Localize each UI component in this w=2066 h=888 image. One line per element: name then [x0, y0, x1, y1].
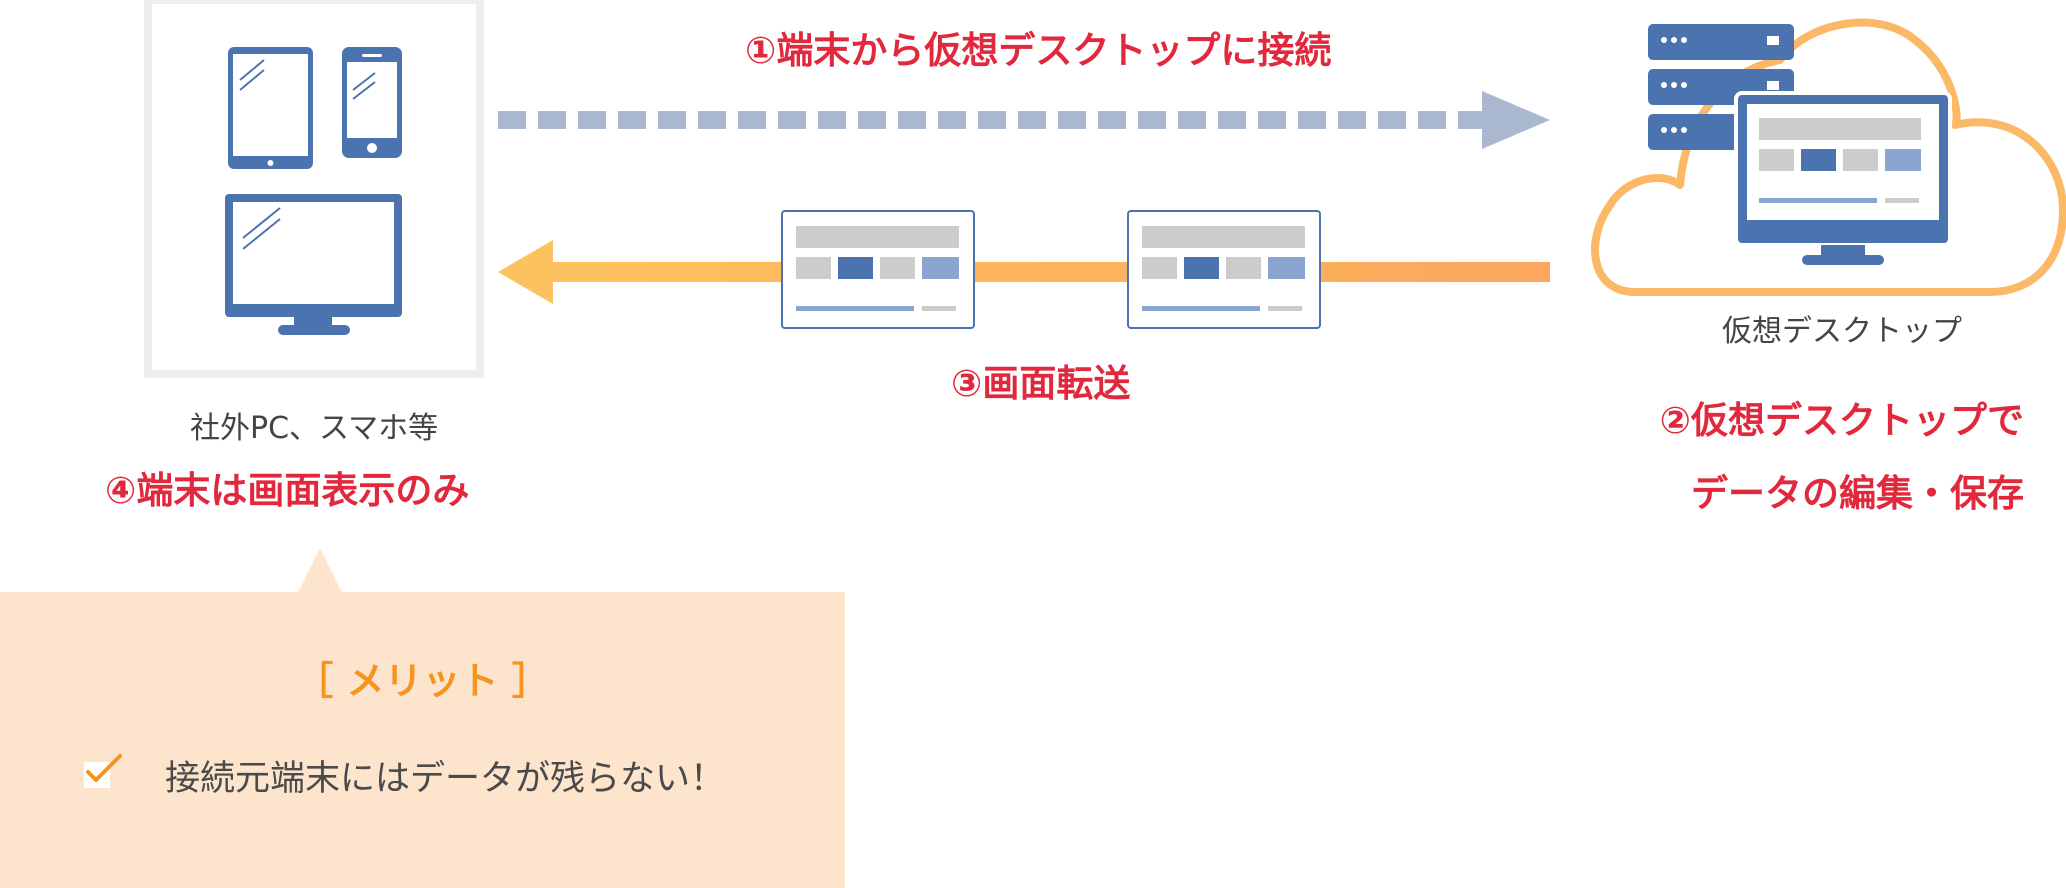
transfer-arrow: [498, 240, 1550, 304]
device-panel: [144, 0, 484, 378]
merit-callout: ［ メリット ］ 接続元端末にはデータが残らない！: [0, 592, 845, 888]
screen-thumbnail-icon: [781, 210, 975, 329]
step2-label-line1: ②仮想デスクトップで: [1659, 399, 2024, 442]
checkmark-icon: [84, 754, 122, 788]
device-caption: 社外PC、スマホ等: [190, 411, 439, 446]
merit-item: 接続元端末にはデータが残らない！: [165, 759, 726, 799]
step3-label: ③画面転送: [951, 362, 1131, 405]
step1-label: ①端末から仮想デスクトップに接続: [745, 29, 1332, 72]
screen-thumbnail-icon: [1127, 210, 1321, 329]
connect-arrow: [498, 91, 1550, 149]
step4-label: ④端末は画面表示のみ: [105, 469, 470, 512]
merit-callout-pointer: [298, 548, 342, 593]
smartphone-icon: [342, 47, 402, 158]
merit-title: ［ メリット ］: [295, 659, 550, 703]
virtual-desktop-monitor-icon: [1734, 91, 1952, 265]
virtual-desktop-caption: 仮想デスクトップ: [1722, 314, 1962, 349]
monitor-icon: [225, 194, 402, 335]
step2-label-line2: データの編集・保存: [1691, 472, 2024, 515]
tablet-icon: [228, 47, 313, 169]
